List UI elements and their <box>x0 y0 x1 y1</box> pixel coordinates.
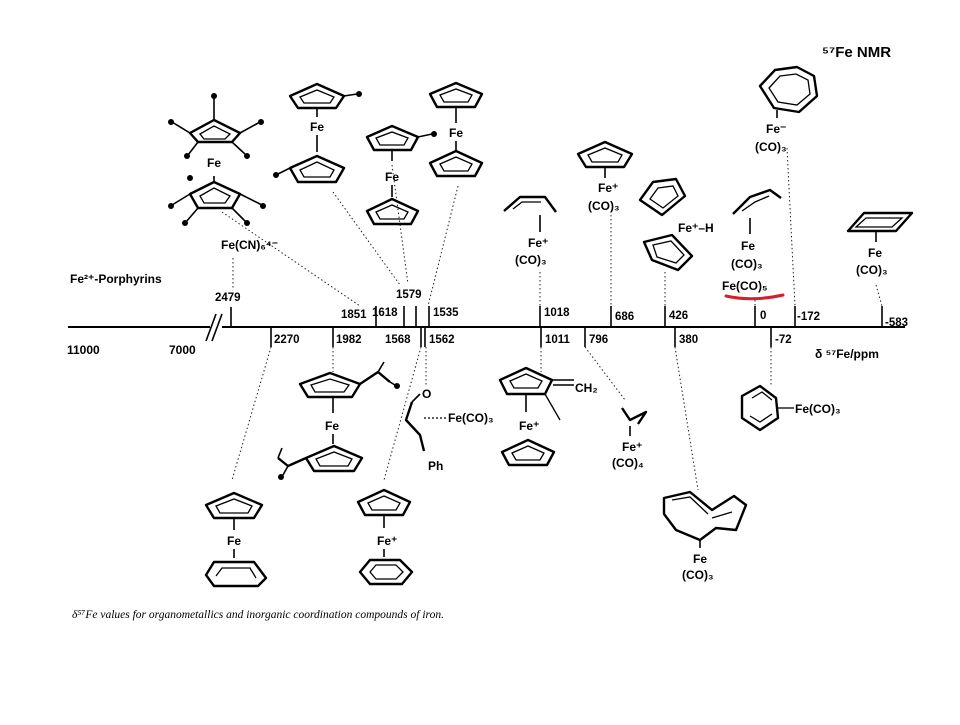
co3-label: (CO)₃ <box>515 253 547 267</box>
tick-label-2270: 2270 <box>274 334 300 346</box>
tick-label-minus-172: -172 <box>797 311 820 323</box>
ch2-label: CH₂ <box>575 381 598 395</box>
fe-label: Fe <box>741 239 755 253</box>
diacetylferrocene-structure: Fe <box>277 361 400 480</box>
cyclohexadiene-iron-tricarbonyl-structure: Fe(CO)₃ <box>740 384 841 432</box>
methylferrocene-alt-structure: Fe <box>365 124 437 226</box>
highlight-underline <box>724 293 785 301</box>
axis-left-value-11000: 11000 <box>67 343 100 357</box>
diagram-title: ⁵⁷Fe NMR <box>822 44 891 61</box>
tick-label-1535: 1535 <box>433 307 459 319</box>
porphyrins-label: Fe²⁺-Porphyrins <box>70 272 162 286</box>
fe-label: Fe <box>868 246 882 260</box>
ferrocene-structure: Fe <box>428 81 484 178</box>
ticks-above: 2479 1851 1618 1579 1535 1018 686 426 0 … <box>215 289 908 329</box>
co3-label: (CO)₃ <box>588 199 620 213</box>
co3-label: (CO)₃ <box>755 140 787 154</box>
connector-lines <box>221 147 883 491</box>
phenyl-label: Ph <box>428 459 443 473</box>
tick-label-796: 796 <box>589 334 608 346</box>
oxygen-label: O <box>422 387 431 401</box>
tick-label-2479: 2479 <box>215 292 241 304</box>
tick-label-1579: 1579 <box>396 289 422 301</box>
fe-plus-label: Fe⁺ <box>377 534 397 548</box>
protonated-ferrocene-structure: Fe⁺–H <box>638 177 714 272</box>
fe-label: Fe <box>693 552 707 566</box>
tick-label-1618: 1618 <box>372 307 398 319</box>
cycloheptatrienyl-iron-tricarbonyl-anion-structure: Fe⁻ (CO)₃ <box>755 65 819 154</box>
cyclopentadienyl-iron-tricarbonyl-cation-structure: Fe⁺ (CO)₃ <box>576 140 634 213</box>
axis-label: δ ⁵⁷Fe/ppm <box>815 347 879 361</box>
tick-label-minus-583: -583 <box>885 317 908 329</box>
cp-arene-iron-structure: Fe <box>204 491 268 588</box>
axis-left-value-7000: 7000 <box>169 343 196 357</box>
tick-label-0: 0 <box>760 310 766 322</box>
axis-break-mark <box>205 313 217 342</box>
butadiene-iron-tricarbonyl-structure: Fe (CO)₃ <box>731 188 782 271</box>
fe-label: Fe <box>310 120 324 134</box>
fe-label: Fe <box>449 126 463 140</box>
figure-caption: δ⁵⁷Fe values for organometallics and ino… <box>72 609 444 621</box>
cp-arene-iron-cation-structure: Fe⁺ <box>356 488 414 586</box>
co3-label: (CO)₃ <box>856 263 888 277</box>
fe-label: Fe <box>207 156 221 170</box>
chemical-shift-axis: 11000 7000 δ ⁵⁷Fe/ppm <box>67 313 905 361</box>
fe-label: Fe <box>227 534 241 548</box>
ticks-below: 2270 1982 1568 1562 1011 796 380 -72 <box>270 327 792 347</box>
fe-plus-label: Fe⁺ <box>622 440 642 454</box>
cyclobutadiene-iron-tricarbonyl-structure: Fe (CO)₃ <box>846 211 914 277</box>
tick-label-1562: 1562 <box>429 334 455 346</box>
tick-label-1851: 1851 <box>341 309 367 321</box>
enone-iron-tricarbonyl-structure: O Fe(CO)₃ Ph <box>404 387 494 473</box>
iron-pentacarbonyl-label: Fe(CO)₅ <box>722 279 768 293</box>
fe-plus-label: Fe⁺ <box>519 419 539 433</box>
ferrocyanide-label: Fe(CN)₆⁴⁻ <box>221 238 278 252</box>
fe-plus-h-label: Fe⁺–H <box>678 221 714 235</box>
tick-label-1011: 1011 <box>545 334 571 346</box>
tick-label-1018: 1018 <box>544 307 570 319</box>
tick-label-686: 686 <box>615 311 634 323</box>
allyl-iron-tricarbonyl-cation-structure: Fe⁺ (CO)₃ <box>503 195 557 267</box>
fe-label: Fe <box>325 419 339 433</box>
tick-label-1982: 1982 <box>336 334 362 346</box>
methylferrocene-structure: Fe <box>273 82 362 184</box>
fulvene-ferrocenyl-cation-structure: CH₂ Fe⁺ <box>498 366 598 467</box>
alkene-iron-tetracarbonyl-cation-structure: Fe⁺ (CO)₄ <box>612 407 648 470</box>
co3-label: (CO)₃ <box>682 568 714 582</box>
tick-label-426: 426 <box>669 310 688 322</box>
fe-plus-label: Fe⁺ <box>598 181 618 195</box>
fe-label: Fe <box>385 170 399 184</box>
tick-label-minus-72: -72 <box>775 334 792 346</box>
co3-label: (CO)₃ <box>731 257 763 271</box>
decamethylferrocene-structure: Fe <box>168 93 266 226</box>
fe-minus-label: Fe⁻ <box>766 122 786 136</box>
tick-label-1568: 1568 <box>385 334 411 346</box>
co4-label: (CO)₄ <box>612 456 644 470</box>
tick-label-380: 380 <box>679 334 698 346</box>
iron-tricarbonyl-label: Fe(CO)₃ <box>795 402 841 416</box>
iron-tricarbonyl-label: Fe(CO)₃ <box>448 411 494 425</box>
cyclooctatetraene-iron-tricarbonyl-structure: Fe (CO)₃ <box>662 490 748 582</box>
fe-plus-label: Fe⁺ <box>528 236 548 250</box>
